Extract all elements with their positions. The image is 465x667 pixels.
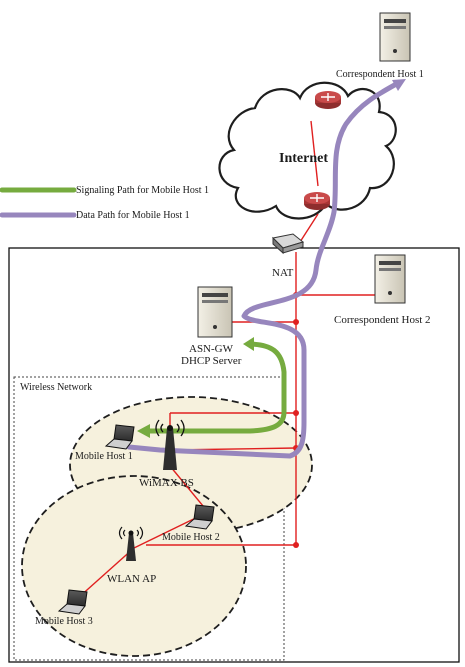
label-nat: NAT [272, 267, 294, 279]
link-junction [293, 319, 299, 325]
label-wimax-bs: WiMAX BS [139, 477, 194, 489]
label-internet: Internet [279, 151, 328, 166]
link-junction [293, 410, 299, 416]
laptop-icon [57, 589, 88, 615]
legend-signaling-label: Signaling Path for Mobile Host 1 [76, 185, 209, 196]
label-wireless-network: Wireless Network [20, 382, 92, 393]
data-path-mobile-host-1 [126, 79, 403, 459]
router-icon [315, 91, 341, 109]
signaling-arrowhead [243, 337, 254, 351]
server-icon [379, 12, 411, 62]
server-icon [197, 286, 233, 338]
label-mobile-host-1: Mobile Host 1 [75, 451, 133, 462]
label-asn-gw: ASN-GW [189, 343, 234, 355]
link-junction [293, 542, 299, 548]
label-mobile-host-2: Mobile Host 2 [162, 532, 220, 543]
signaling-arrowhead [137, 424, 150, 438]
local-network-box [8, 247, 460, 663]
signaling-path-mobile-host-1 [143, 341, 287, 434]
wireless-network-box [13, 376, 285, 661]
label-dhcp-server: DHCP Server [181, 355, 242, 367]
nat-device-icon [271, 233, 305, 255]
label-correspondent-host-1: Correspondent Host 1 [336, 69, 424, 80]
wlan-ap-antenna-icon [118, 526, 144, 561]
label-correspondent-host-2: Correspondent Host 2 [334, 314, 431, 326]
network-link [169, 465, 209, 513]
network-link [310, 120, 319, 187]
server-icon [374, 254, 406, 304]
label-wlan-ap: WLAN AP [107, 573, 156, 585]
router-icon [304, 192, 330, 210]
wimax-bs-antenna-icon [155, 419, 185, 470]
laptop-icon [184, 504, 215, 530]
network-link [77, 547, 135, 599]
label-mobile-host-3: Mobile Host 3 [35, 616, 93, 627]
legend-data-label: Data Path for Mobile Host 1 [76, 210, 190, 221]
data-path-arrowhead [392, 79, 406, 91]
wlan-coverage-cell [21, 475, 247, 657]
laptop-icon [104, 424, 135, 450]
network-link [299, 213, 319, 243]
